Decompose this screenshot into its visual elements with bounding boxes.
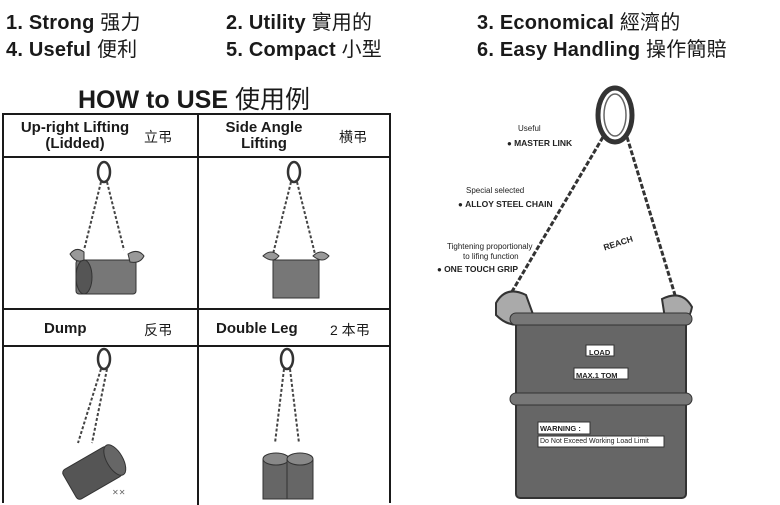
annotation-useful: Useful	[518, 124, 541, 133]
warning-text: Do Not Exceed Working Load Limit	[540, 438, 649, 445]
main-lifting-diagram	[495, 85, 694, 499]
double-leg-illustration	[262, 347, 314, 500]
feature-2: 2. Utility 實用的	[226, 12, 373, 34]
max-label: MAX.1 TOM	[576, 371, 618, 380]
grid-divider-1	[4, 156, 389, 158]
warning-label: WARNING :	[540, 424, 581, 433]
svg-text:✕✕: ✕✕	[112, 488, 125, 497]
grid-divider-vertical	[197, 115, 199, 505]
feature-6: 6. Easy Handling 操作簡賠	[477, 39, 727, 61]
cell-3-label: Dump	[44, 320, 87, 337]
howto-title: HOW to USE 使用例	[78, 86, 310, 114]
annotation-alloy-chain: ● ALLOY STEEL CHAIN	[458, 199, 553, 209]
grid-divider-3	[4, 345, 389, 347]
cell-4-label: Double Leg	[216, 320, 298, 337]
cell-1-kanji: 立弔	[144, 129, 172, 145]
cell-3-kanji: 反弔	[144, 322, 172, 338]
usage-grid: Up-right Lifting (Lidded) 立弔 Side Angle …	[2, 113, 391, 505]
annotation-tightening-1: Tightening proportionaly	[447, 242, 533, 251]
cell-2-label: Side Angle Lifting	[225, 119, 303, 152]
feature-1: 1. Strong 强力	[6, 12, 141, 34]
feature-5: 5. Compact 小型	[226, 39, 382, 61]
annotation-tightening-2: to lifing function	[463, 252, 519, 261]
upright-lifting-illustration	[69, 160, 145, 295]
load-label: LOAD	[589, 348, 611, 357]
feature-4: 4. Useful 便利	[6, 39, 138, 61]
cell-1-label: Up-right Lifting (Lidded)	[20, 119, 130, 152]
cell-4-kanji: 2 本弔	[330, 322, 370, 338]
annotation-grip: ● ONE TOUCH GRIP	[437, 264, 519, 274]
feature-3: 3. Economical 經濟的	[477, 12, 681, 34]
annotation-special: Special selected	[466, 186, 525, 195]
annotation-master-link: ● MASTER LINK	[507, 138, 573, 148]
side-angle-illustration	[262, 160, 330, 299]
cell-2-kanji: 横弔	[339, 129, 367, 145]
dump-illustration: ✕✕	[62, 347, 127, 500]
grid-divider-2	[4, 308, 389, 310]
